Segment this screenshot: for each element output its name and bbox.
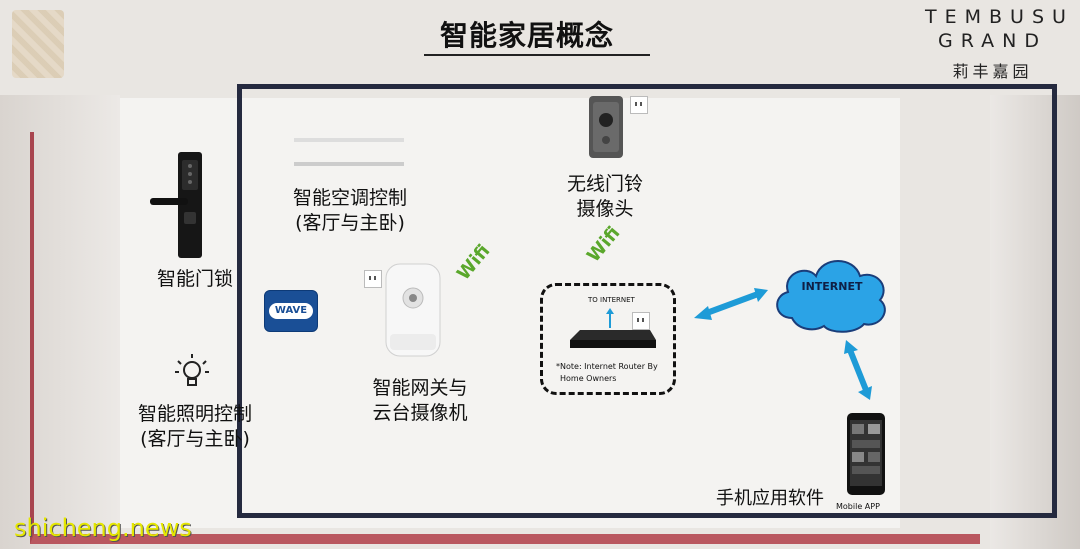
router-icon xyxy=(570,308,656,348)
router-dashed-box xyxy=(540,283,676,395)
background-right xyxy=(990,95,1080,549)
brand-name-line2: GRAND xyxy=(938,30,1047,52)
router-internet-arrow xyxy=(694,288,768,320)
red-frame xyxy=(30,132,980,544)
internet-cloud-icon xyxy=(776,260,886,333)
pixelated-logo xyxy=(12,10,64,78)
gateway-label-line2: 云台摄像机 xyxy=(372,402,468,424)
router-to-internet-label: TO INTERNET xyxy=(588,296,635,304)
app-label: 手机应用软件 xyxy=(716,488,824,509)
aircon-label-line2: (客厅与主卧) xyxy=(295,212,405,234)
door-lock-icon xyxy=(150,152,202,258)
title-underline xyxy=(424,54,650,56)
aircon-label-line1: 智能空调控制 xyxy=(292,187,407,209)
power-outlet-icon xyxy=(630,96,648,114)
mobile-app-label: Mobile APP xyxy=(836,502,880,511)
gateway-label-line1: 智能网关与 xyxy=(372,377,468,399)
power-outlet-icon xyxy=(364,270,382,288)
door-lock-label: 智能门锁 xyxy=(156,268,233,290)
navy-frame xyxy=(237,84,1057,518)
zwave-text: WAVE xyxy=(274,305,308,316)
doorbell-label-line2: 摄像头 xyxy=(576,198,634,220)
lighting-label-line2: (客厅与主卧) xyxy=(140,428,250,450)
gateway-camera-icon xyxy=(385,263,441,357)
page-title: 智能家居概念 xyxy=(440,19,615,52)
background-left xyxy=(0,95,120,549)
doorbell-label-line1: 无线门铃 xyxy=(566,173,643,195)
router-note-line2: Home Owners xyxy=(560,374,617,383)
diagram-panel xyxy=(120,98,900,528)
lightbulb-icon xyxy=(175,354,209,386)
mobile-phone-icon xyxy=(847,413,885,495)
internet-label: INTERNET xyxy=(801,280,863,293)
doorbell-camera-icon xyxy=(589,96,623,158)
zwave-badge: WAVE xyxy=(264,290,318,332)
lighting-label-line1: 智能照明控制 xyxy=(137,403,252,425)
power-outlet-icon xyxy=(632,312,650,330)
site-watermark: shicheng.news xyxy=(14,514,192,542)
brand-name-line1: TEMBUSU xyxy=(925,6,1074,28)
brand-name-chinese: 莉丰嘉园 xyxy=(952,62,1033,81)
aircon-sensor-icon xyxy=(294,138,404,166)
internet-phone-arrow xyxy=(844,340,872,400)
router-note-line1: *Note: Internet Router By xyxy=(556,362,658,371)
